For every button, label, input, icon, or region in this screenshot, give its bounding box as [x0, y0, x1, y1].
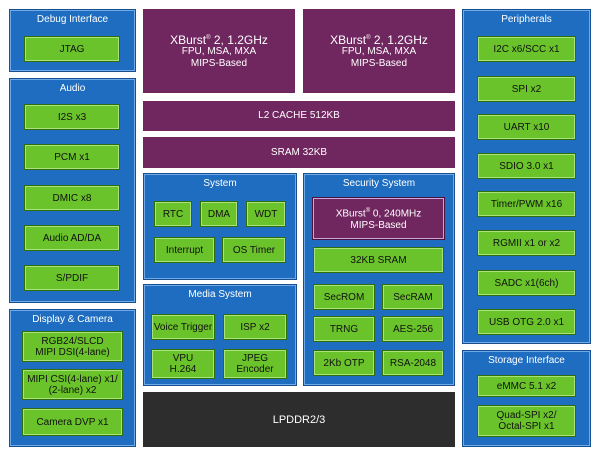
- sdio-block: SDIO 3.0 x1: [477, 153, 576, 179]
- sec-cpu-freq: 0, 240MHz: [370, 208, 422, 220]
- rgmii-block: RGMII x1 or x2: [477, 230, 576, 256]
- secrom-block: SecROM: [313, 284, 375, 310]
- audio-adda-block: Audio AD/DA: [24, 225, 120, 251]
- interrupt-block: Interrupt: [154, 237, 215, 263]
- mipi-csi-label-1: MIPI CSI(4-lane) x1/: [27, 373, 118, 385]
- sec-cpu-name: XBurst: [335, 208, 366, 220]
- cpu-1-features: FPU, MSA, MXA: [181, 46, 257, 57]
- cpu-1-name: XBurst: [170, 33, 207, 47]
- dmic-block: DMIC x8: [24, 185, 120, 211]
- cpu-1-reg: ®: [206, 35, 211, 41]
- l2-cache-bar: L2 CACHE 512KB: [143, 101, 455, 131]
- storage-interface-title: Storage Interface: [488, 355, 565, 366]
- rgb-slcd-label: RGB24/SLCD: [41, 335, 104, 347]
- octal-spi-label: Octal-SPI x1: [498, 421, 555, 432]
- aes-256-block: AES-256: [382, 316, 444, 342]
- sram-bar: SRAM 32KB: [143, 137, 455, 168]
- rtc-block: RTC: [154, 201, 192, 227]
- isp-block: ISP x2: [223, 314, 287, 340]
- usb-otg-block: USB OTG 2.0 x1: [477, 309, 576, 335]
- audio-title: Audio: [59, 83, 86, 94]
- spdif-block: S/PDIF: [24, 265, 120, 291]
- quad-octal-spi-block: Quad-SPI x2/Octal-SPI x1: [477, 405, 576, 437]
- cpu-2-arch: MIPS-Based: [350, 58, 408, 69]
- lpddr-bar: LPDDR2/3: [143, 392, 455, 447]
- media-system-title: Media System: [188, 289, 252, 300]
- sec-cpu-reg: ®: [365, 207, 371, 214]
- secram-block: SecRAM: [382, 284, 444, 310]
- peripherals-title: Peripherals: [501, 14, 552, 25]
- system-title: System: [203, 178, 237, 189]
- timer-pwm-block: Timer/PWM x16: [477, 191, 576, 217]
- cpu-core-2: XBurst® 2, 1.2GHz FPU, MSA, MXA MIPS-Bas…: [303, 9, 455, 93]
- cpu-1-arch: MIPS-Based: [190, 58, 248, 69]
- debug-interface-title: Debug Interface: [36, 14, 109, 25]
- h264-label: H.264: [169, 364, 197, 375]
- wdt-block: WDT: [246, 201, 286, 227]
- cpu-2-reg: ®: [366, 35, 371, 41]
- otp-block: 2Kb OTP: [313, 350, 375, 376]
- cpu-2-features: FPU, MSA, MXA: [341, 46, 417, 57]
- cpu-2-freq: 2, 1.2GHz: [370, 33, 428, 47]
- sadc-block: SADC x1(6ch): [477, 270, 576, 296]
- mipi-csi-block: MIPI CSI(4-lane) x1/(2-lane) x2: [22, 369, 123, 400]
- dma-block: DMA: [200, 201, 238, 227]
- secure-sram-block: 32KB SRAM: [313, 247, 444, 273]
- trng-block: TRNG: [313, 316, 375, 342]
- spi-block: SPI x2: [477, 76, 576, 102]
- os-timer-block: OS Timer: [222, 237, 286, 263]
- display-camera-title: Display & Camera: [32, 314, 113, 325]
- voice-trigger-block: Voice Trigger: [151, 314, 215, 340]
- pcm-block: PCM x1: [24, 144, 120, 170]
- security-system-title: Security System: [342, 178, 416, 189]
- jtag-block: JTAG: [24, 36, 120, 62]
- i2s-block: I2S x3: [24, 104, 120, 130]
- security-cpu-core: XBurst® 0, 240MHz MIPS-Based: [313, 198, 444, 239]
- uart-block: UART x10: [477, 114, 576, 140]
- camera-dvp-block: Camera DVP x1: [22, 408, 123, 436]
- i2c-scc-block: I2C x6/SCC x1: [477, 36, 576, 62]
- cpu-core-1: XBurst® 2, 1.2GHz FPU, MSA, MXA MIPS-Bas…: [143, 9, 295, 93]
- encoder-label: Encoder: [236, 364, 274, 375]
- sec-cpu-arch: MIPS-Based: [350, 220, 407, 232]
- cpu-1-freq: 2, 1.2GHz: [210, 33, 268, 47]
- jpeg-label: JPEG: [241, 353, 269, 364]
- mipi-csi-label-2: (2-lane) x2: [48, 384, 97, 396]
- vpu-label: VPU: [172, 353, 194, 364]
- mipi-dsi-label: MIPI DSI(4-lane): [35, 346, 110, 358]
- quad-spi-label: Quad-SPI x2/: [496, 410, 557, 421]
- rsa-2048-block: RSA-2048: [382, 350, 444, 376]
- cpu-2-name: XBurst: [330, 33, 367, 47]
- emmc-block: eMMC 5.1 x2: [477, 375, 576, 397]
